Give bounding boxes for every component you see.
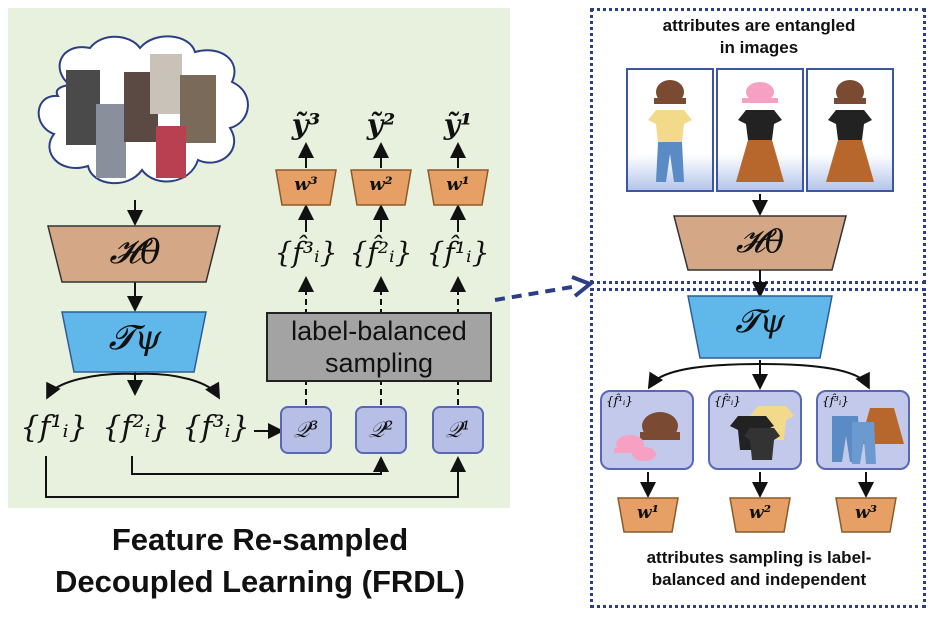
- classifier-w1: w¹: [446, 174, 470, 195]
- feature-set-2: {f²ᵢ}: [102, 410, 170, 445]
- queue-3: 𝒬³: [280, 406, 332, 454]
- output-y2: ỹ²: [366, 108, 396, 141]
- independent-text-1: attributes sampling is label-: [646, 548, 872, 567]
- outfit-hat-black-shirt-skirt: [826, 80, 874, 182]
- independent-text-2: balanced and independent: [651, 570, 867, 589]
- attribute-card-3: [806, 68, 894, 192]
- entangled-text-1: attributes are entangled: [662, 16, 856, 35]
- sampled-feature-1: {f̂¹ᵢ}: [426, 236, 490, 269]
- classifier-w3: w³: [294, 174, 318, 195]
- sampled-feature-2: {f̂²ᵢ}: [349, 236, 413, 269]
- hats-icon: [614, 412, 680, 461]
- classifier-w2: w²: [369, 174, 393, 195]
- queue-2: 𝒬²: [355, 406, 407, 454]
- attribute-card-2: [716, 68, 804, 192]
- pedestrian-cloud: [37, 35, 249, 184]
- attribute-card-1: [626, 68, 714, 192]
- feature-set-3: {f³ᵢ}: [182, 410, 250, 445]
- queue-1: 𝒬¹: [432, 406, 484, 454]
- H-theta-encoder: 𝓗θ: [109, 232, 161, 272]
- outfit-pink-hat-black-shirt-skirt: [736, 82, 784, 182]
- bottoms-icon: [832, 408, 904, 464]
- right-T-psi-module: 𝓣ψ: [735, 302, 785, 340]
- feature-box-2-label: {f̂²ᵢ}: [714, 394, 741, 408]
- sampled-feature-3: {f̂³ᵢ}: [274, 236, 338, 269]
- feature-box-3-label: {f̂³ᵢ}: [822, 394, 849, 408]
- label-balanced-sampling-box: label-balanced sampling: [266, 312, 492, 382]
- output-y3: ỹ³: [291, 108, 321, 141]
- right-classifier-w2: w²: [748, 503, 772, 523]
- feature-box-1: {f̂¹ᵢ}: [600, 390, 694, 470]
- output-y1: ỹ¹: [443, 108, 473, 141]
- feature-box-3: {f̂³ᵢ}: [816, 390, 910, 470]
- feature-set-1: {f¹ᵢ}: [20, 410, 88, 445]
- T-psi-module: 𝓣ψ: [108, 318, 162, 358]
- caption-line-1: Feature Re-sampled: [111, 522, 409, 557]
- shirts-icon: [730, 406, 794, 460]
- right-classifier-w3: w³: [854, 503, 878, 523]
- right-H-theta-encoder: 𝓗θ: [735, 222, 785, 260]
- outfit-hat-shirt-jeans: [648, 80, 692, 182]
- feature-box-2: {f̂²ᵢ}: [708, 390, 802, 470]
- caption-line-2: Decoupled Learning (FRDL): [55, 564, 465, 599]
- right-classifier-w1: w¹: [636, 503, 660, 523]
- entangled-text-2: in images: [719, 38, 799, 57]
- feature-box-1-label: {f̂¹ᵢ}: [606, 394, 633, 408]
